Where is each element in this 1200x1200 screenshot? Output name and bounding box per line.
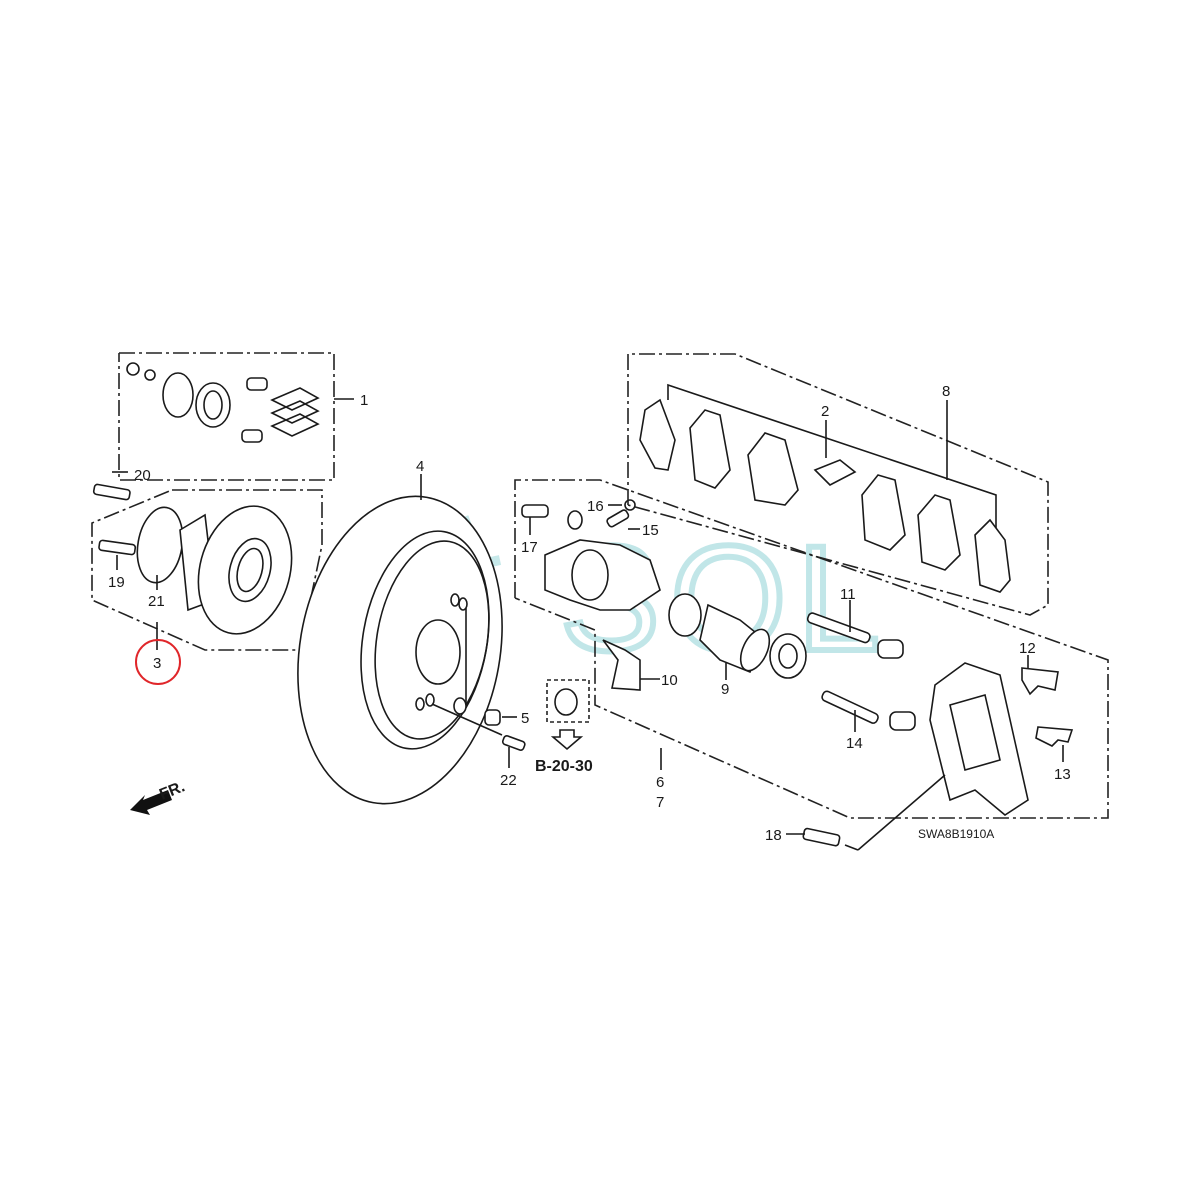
callout-19: 19 [108,574,125,591]
reference-label: B-20-30 [535,758,593,775]
diagram-code: SWA8B1910A [918,827,994,841]
caliper-group [514,479,1109,851]
brake-disc [297,474,526,805]
callout-22: 22 [500,772,517,789]
brake-pad-group [627,353,1049,616]
callout-15: 15 [642,522,659,539]
highlight-circle [135,639,181,685]
callout-8: 8 [942,383,950,400]
callout-20: 20 [134,467,151,484]
seal-kit-group [118,352,354,481]
callout-14: 14 [846,735,863,752]
callout-18: 18 [765,827,782,844]
callout-2: 2 [821,403,829,420]
callout-9: 9 [721,681,729,698]
callout-16: 16 [587,498,604,515]
front-direction-arrow: FR. [130,778,187,815]
reference-nut [546,679,590,751]
callout-4: 4 [416,458,424,475]
callout-17: 17 [521,539,538,556]
callout-21: 21 [148,593,165,610]
front-label: FR. [157,778,187,803]
callout-7: 7 [656,794,664,811]
callout-6: 6 [656,774,664,791]
callout-1: 1 [360,392,368,409]
callout-13: 13 [1054,766,1071,783]
callout-12: 12 [1019,640,1036,657]
callout-10: 10 [661,672,678,689]
callout-11: 11 [840,586,856,603]
callout-3: 3 [153,655,161,672]
callout-labels: 1 2 3 4 5 6 7 8 9 10 11 12 13 14 15 16 1… [108,383,1071,844]
hub-assembly-group [91,483,323,685]
callout-5: 5 [521,710,529,727]
